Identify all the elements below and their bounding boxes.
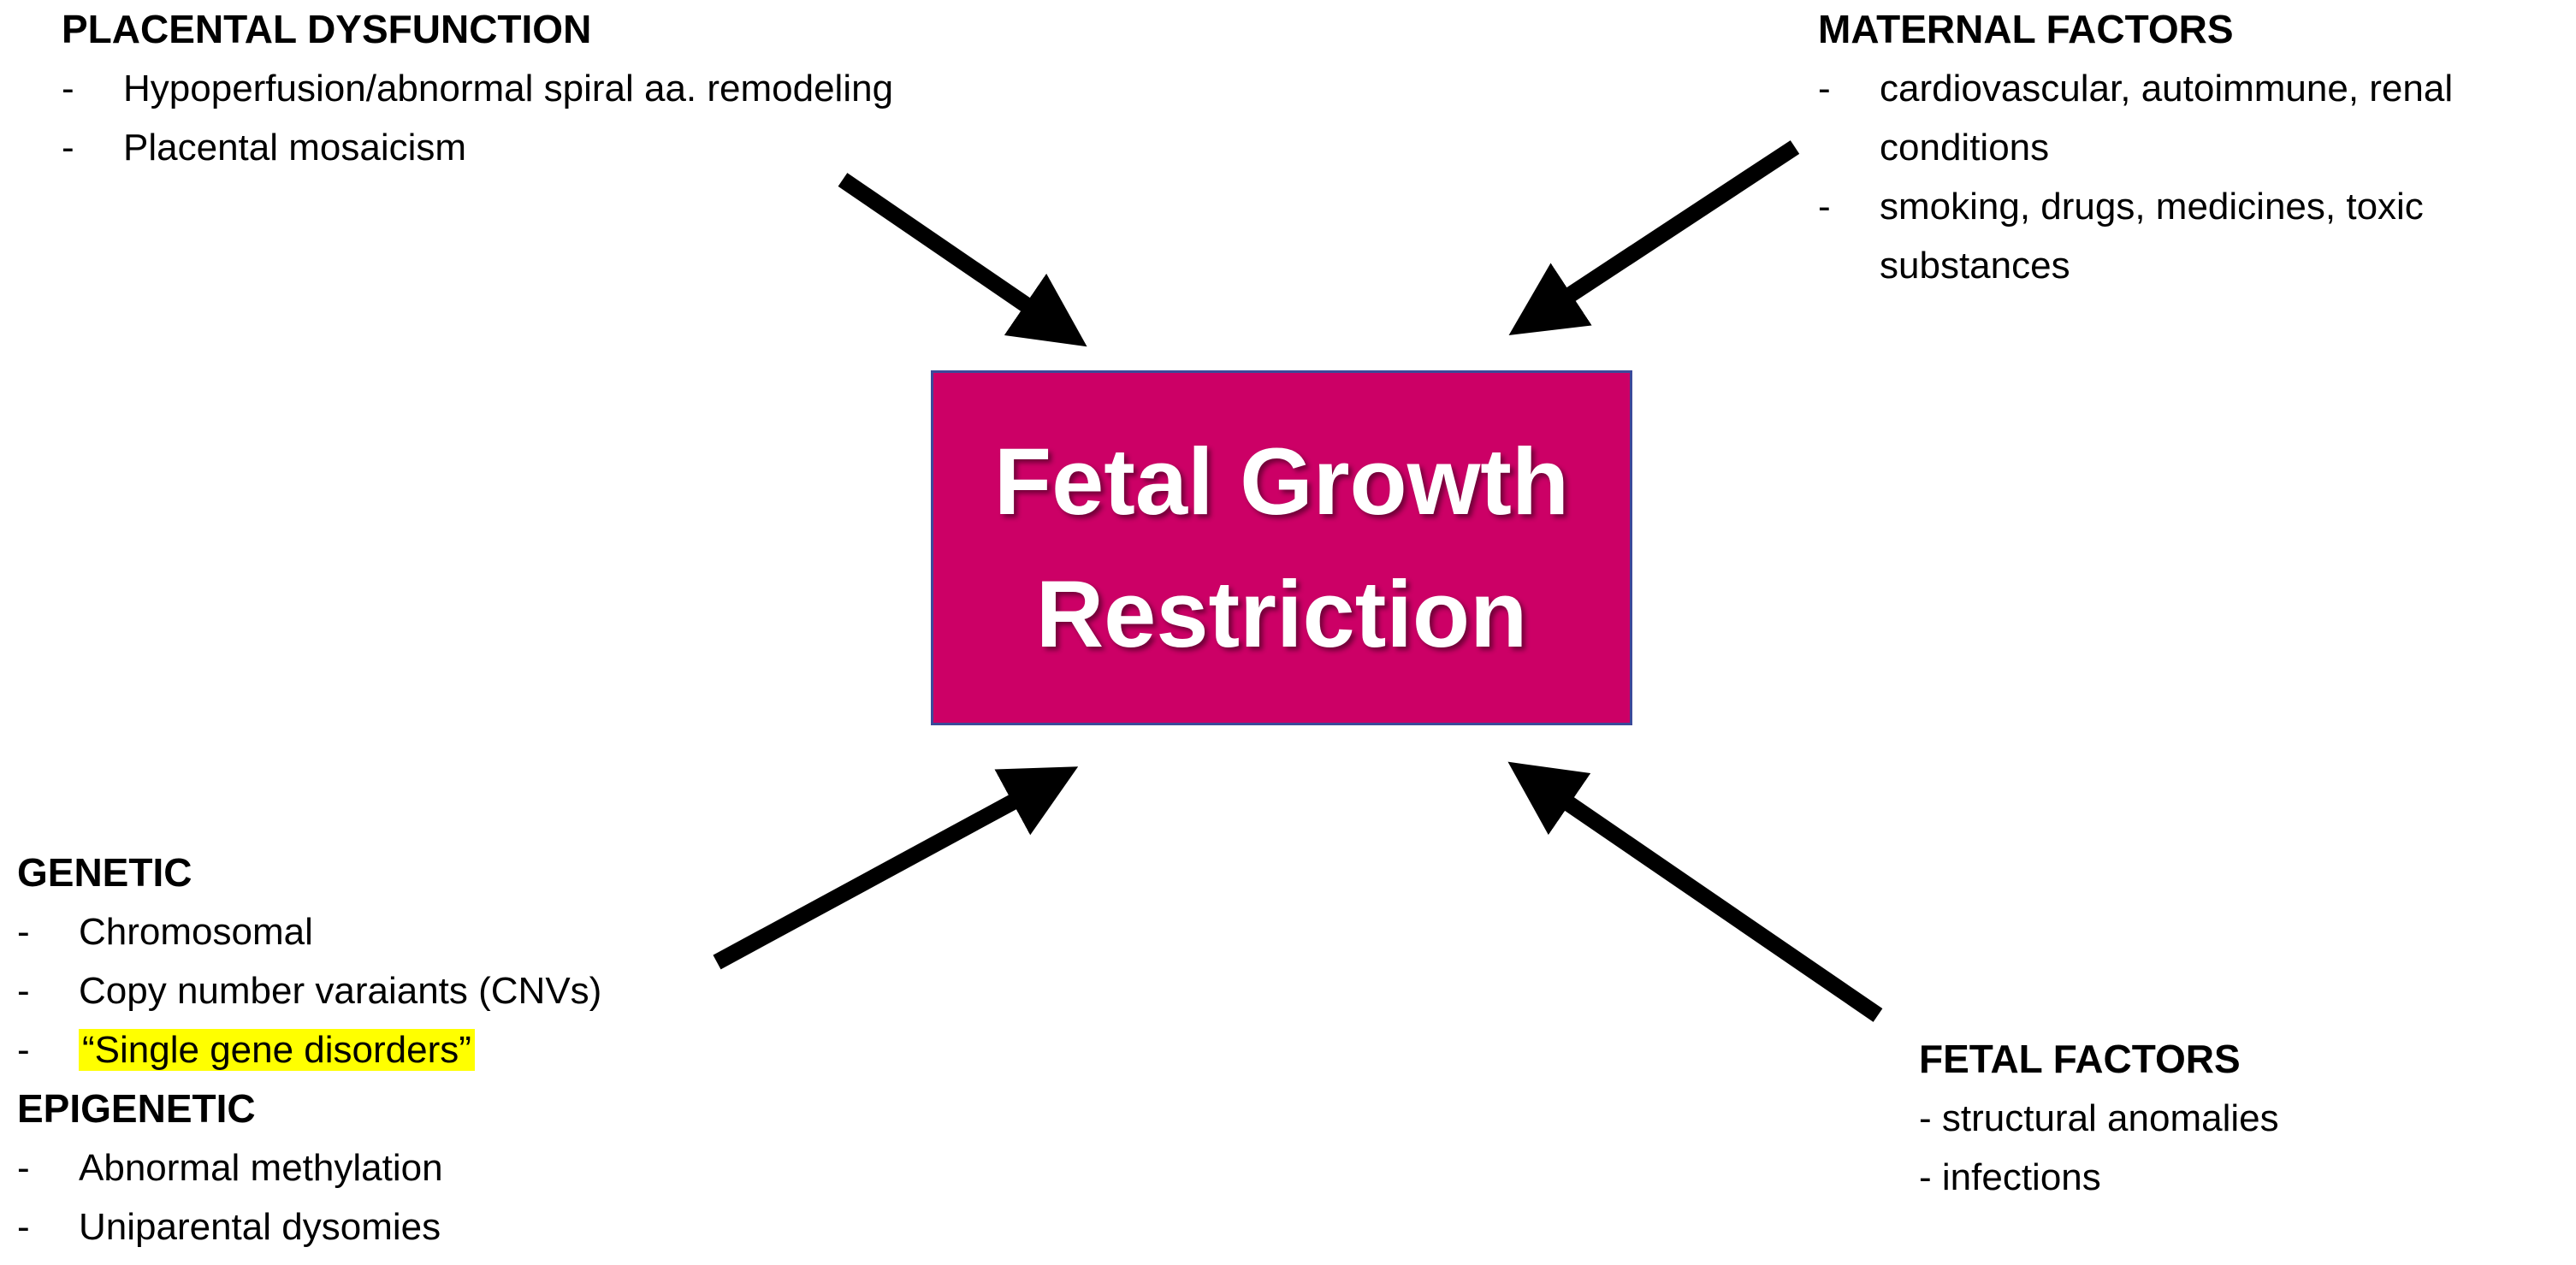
placental-item: - Placental mosaicism — [62, 118, 917, 177]
epigenetic-item: - Abnormal methylation — [17, 1138, 787, 1197]
fetal-item: - structural anomalies — [1919, 1097, 2279, 1139]
arrow-placental — [838, 173, 1087, 347]
arrow-fetal — [1507, 761, 1883, 1022]
maternal-factors-block: MATERNAL FACTORS - cardiovascular, autoi… — [1818, 0, 2571, 295]
fetal-item: - infections — [1919, 1156, 2101, 1198]
genetic-item-text: Copy number varaiants (CNVs) — [79, 970, 602, 1012]
center-title-line1: Fetal Growth — [993, 429, 1570, 535]
placental-item: - Hypoperfusion/abnormal spiral aa. remo… — [62, 59, 917, 118]
maternal-item: - smoking, drugs, medicines, toxic subst… — [1818, 177, 2571, 295]
epigenetic-item-text: Abnormal methylation — [79, 1147, 443, 1189]
genetic-item-text: Chromosomal — [79, 911, 313, 953]
genetic-heading: GENETIC — [17, 850, 192, 895]
genetic-item: - Copy number varaiants (CNVs) — [17, 961, 787, 1020]
bullet-dash: - — [1818, 186, 1831, 228]
bullet-dash: - — [62, 68, 74, 109]
maternal-item: - cardiovascular, autoimmune, renal cond… — [1818, 59, 2571, 177]
epigenetic-item-text: Uniparental dysomies — [79, 1206, 441, 1248]
maternal-item-text: smoking, drugs, medicines, toxic substan… — [1880, 186, 2424, 287]
fetal-factors-block: FETAL FACTORS - structural anomalies - i… — [1919, 1030, 2518, 1207]
epigenetic-item: - Uniparental dysomies — [17, 1197, 787, 1256]
fetal-heading: FETAL FACTORS — [1919, 1037, 2241, 1081]
placental-heading: PLACENTAL DYSFUNCTION — [62, 7, 592, 51]
bullet-dash: - — [17, 911, 30, 953]
bullet-dash: - — [17, 1147, 30, 1189]
bullet-dash: - — [17, 970, 30, 1012]
bullet-dash: - — [62, 127, 74, 168]
highlighted-genetic-item: “Single gene disorders” — [79, 1029, 475, 1071]
bullet-dash: - — [17, 1029, 30, 1071]
placental-dysfunction-block: PLACENTAL DYSFUNCTION - Hypoperfusion/ab… — [62, 0, 917, 177]
placental-item-text: Placental mosaicism — [123, 127, 467, 168]
arrow-maternal — [1508, 140, 1800, 335]
placental-item-text: Hypoperfusion/abnormal spiral aa. remode… — [123, 68, 894, 109]
center-box: Fetal Growth Restriction — [931, 370, 1632, 725]
arrow-genetic — [713, 766, 1079, 970]
bullet-dash: - — [17, 1206, 30, 1248]
maternal-heading: MATERNAL FACTORS — [1818, 7, 2234, 51]
center-title-line2: Restriction — [1035, 561, 1528, 667]
genetic-item: - Chromosomal — [17, 902, 787, 961]
genetic-item: - “Single gene disorders” — [17, 1020, 787, 1079]
maternal-item-text: cardiovascular, autoimmune, renal condit… — [1880, 68, 2454, 168]
epigenetic-heading: EPIGENETIC — [17, 1086, 256, 1131]
genetic-epigenetic-block: GENETIC - Chromosomal - Copy number vara… — [17, 843, 787, 1256]
bullet-dash: - — [1818, 68, 1831, 109]
